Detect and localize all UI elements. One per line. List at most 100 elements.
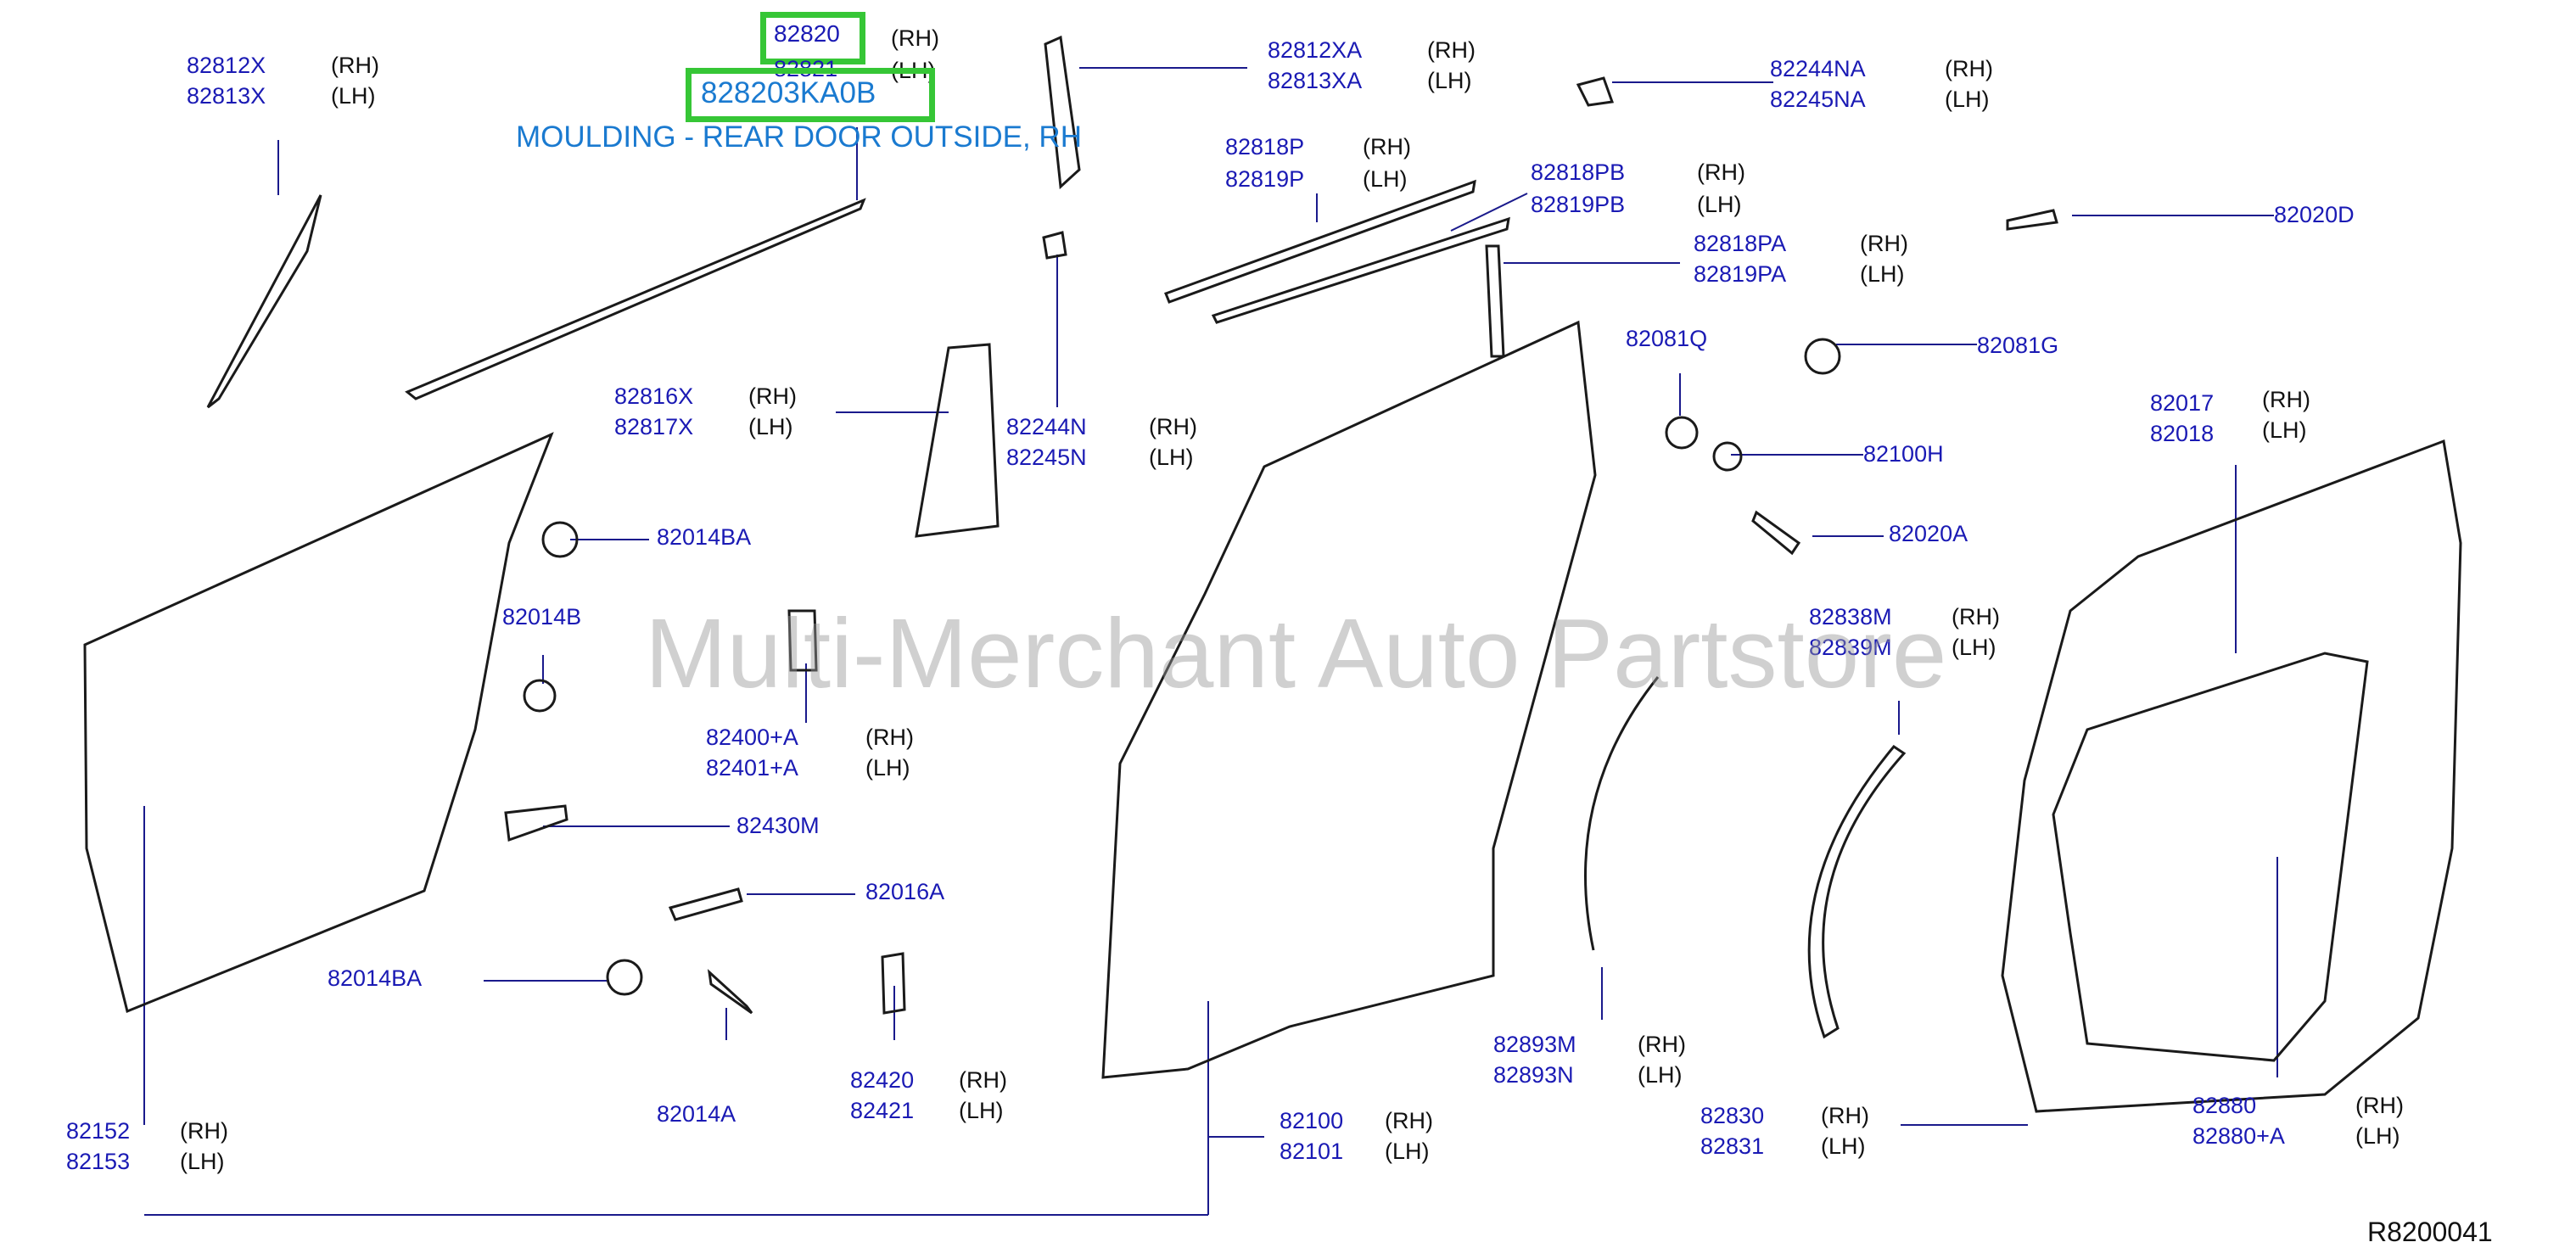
- side-82818PA: (RH): [1860, 231, 1908, 256]
- part-82893N[interactable]: 82893N: [1493, 1062, 1574, 1088]
- side-82838M: (RH): [1952, 604, 2000, 630]
- part-82818PB[interactable]: 82818PB: [1531, 159, 1626, 185]
- seal-82838M: [1807, 745, 1907, 1039]
- part-82014B[interactable]: 82014B: [502, 604, 582, 630]
- sash-trim-82816X: [915, 343, 1000, 538]
- side-82244NA: (RH): [1945, 56, 1993, 81]
- side-82819PB: (LH): [1697, 192, 1742, 217]
- side-82818PB: (RH): [1697, 159, 1745, 185]
- part-82400A[interactable]: 82400+A: [706, 725, 798, 750]
- part-82100[interactable]: 82100: [1280, 1108, 1344, 1133]
- part-82014BA-lower[interactable]: 82014BA: [328, 965, 423, 991]
- part-82245NA[interactable]: 82245NA: [1770, 87, 1866, 112]
- part-82812X[interactable]: 82812X: [187, 53, 266, 78]
- side-82880A: (LH): [2355, 1123, 2400, 1149]
- seal-82893M: [1584, 676, 1660, 951]
- highlight-82820: [760, 12, 865, 64]
- part-82244N[interactable]: 82244N: [1006, 414, 1087, 439]
- part-82020D[interactable]: 82020D: [2274, 202, 2355, 227]
- side-82817X: (LH): [748, 414, 793, 439]
- part-82016A[interactable]: 82016A: [865, 879, 945, 904]
- side-82401A: (LH): [865, 755, 910, 781]
- side-82152: (RH): [180, 1118, 228, 1144]
- part-82839M[interactable]: 82839M: [1809, 635, 1892, 660]
- part-82421[interactable]: 82421: [850, 1098, 915, 1123]
- part-82014A[interactable]: 82014A: [657, 1101, 736, 1127]
- weatherstrip-82818P: [1164, 179, 1476, 304]
- bolt-82016A: [668, 887, 743, 921]
- part-82819PB[interactable]: 82819PB: [1531, 192, 1626, 217]
- pillar-trim-82812X: [206, 194, 322, 409]
- part-82101[interactable]: 82101: [1280, 1139, 1344, 1164]
- part-82831[interactable]: 82831: [1700, 1133, 1765, 1159]
- part-82820[interactable]: 82820: [774, 20, 840, 47]
- part-82081Q[interactable]: 82081Q: [1626, 326, 1708, 351]
- side-82831: (LH): [1821, 1133, 1866, 1159]
- bolt-82014A: [707, 969, 753, 1015]
- side-82018: (LH): [2262, 417, 2307, 443]
- part-82893M[interactable]: 82893M: [1493, 1032, 1576, 1057]
- clip-82244NA: [1576, 76, 1615, 107]
- part-82838M[interactable]: 82838M: [1809, 604, 1892, 630]
- part-82245N[interactable]: 82245N: [1006, 445, 1087, 470]
- weatherstrip-82818PA: [1485, 244, 1505, 358]
- plug-82081Q: [1665, 416, 1699, 450]
- part-82420[interactable]: 82420: [850, 1067, 915, 1093]
- part-82818P[interactable]: 82818P: [1225, 134, 1305, 159]
- part-82401A[interactable]: 82401+A: [706, 755, 798, 781]
- part-82081G[interactable]: 82081G: [1977, 333, 2059, 358]
- part-82430M[interactable]: 82430M: [736, 813, 820, 838]
- side-82812XA: (RH): [1427, 37, 1476, 63]
- diagram-reference: R8200041: [2367, 1217, 2493, 1247]
- part-828203KA0B[interactable]: 828203KA0B: [701, 76, 876, 109]
- side-82830: (RH): [1821, 1103, 1869, 1128]
- part-82152[interactable]: 82152: [66, 1118, 131, 1144]
- nut-82014B: [523, 679, 557, 713]
- side-82153: (LH): [180, 1149, 225, 1174]
- part-82813XA[interactable]: 82813XA: [1268, 68, 1363, 93]
- side-82101: (LH): [1385, 1139, 1430, 1164]
- nut-82014BA-lower: [606, 959, 643, 996]
- part-description: MOULDING - REAR DOOR OUTSIDE, RH: [516, 120, 1082, 154]
- side-82017: (RH): [2262, 387, 2310, 412]
- part-82819PA[interactable]: 82819PA: [1694, 261, 1787, 287]
- part-82818PA[interactable]: 82818PA: [1694, 231, 1787, 256]
- bracket-82400A: [787, 609, 818, 672]
- side-82819P: (LH): [1363, 166, 1408, 192]
- part-82020A[interactable]: 82020A: [1889, 521, 1968, 546]
- side-82400A: (RH): [865, 725, 914, 750]
- part-82014BA-upper[interactable]: 82014BA: [657, 524, 752, 550]
- side-82812X: (RH): [331, 53, 379, 78]
- leader-lines: [143, 67, 2278, 1216]
- check-link-82430M: [504, 804, 568, 842]
- part-82100H[interactable]: 82100H: [1863, 441, 1944, 467]
- side-82880: (RH): [2355, 1093, 2404, 1118]
- side-82839M: (LH): [1952, 635, 1996, 660]
- bolt-82020A: [1751, 510, 1801, 556]
- side-82421: (LH): [959, 1098, 1004, 1123]
- part-82816X[interactable]: 82816X: [614, 383, 694, 409]
- outer-panel-82152: [83, 432, 554, 1014]
- side-82245N: (LH): [1149, 445, 1194, 470]
- clip-82020D: [2006, 209, 2058, 231]
- door-seal-82830: [2001, 439, 2462, 1113]
- grommet-82081G: [1804, 338, 1841, 375]
- part-82880A[interactable]: 82880+A: [2192, 1123, 2285, 1149]
- side-82244N: (RH): [1149, 414, 1197, 439]
- part-82819P[interactable]: 82819P: [1225, 166, 1305, 192]
- part-82880[interactable]: 82880: [2192, 1093, 2257, 1118]
- part-82153[interactable]: 82153: [66, 1149, 131, 1174]
- door-shell-82100: [1101, 320, 1597, 1079]
- part-82817X[interactable]: 82817X: [614, 414, 694, 439]
- side-82100: (RH): [1385, 1108, 1433, 1133]
- part-82017[interactable]: 82017: [2150, 390, 2215, 416]
- side-82813X: (LH): [331, 83, 376, 109]
- part-82244NA[interactable]: 82244NA: [1770, 56, 1866, 81]
- part-82812XA[interactable]: 82812XA: [1268, 37, 1363, 63]
- nut-82014BA-upper: [541, 521, 579, 558]
- highlight-828203KA0B: [686, 68, 935, 122]
- part-82018[interactable]: 82018: [2150, 421, 2215, 446]
- part-82813X[interactable]: 82813X: [187, 83, 266, 109]
- part-82830[interactable]: 82830: [1700, 1103, 1765, 1128]
